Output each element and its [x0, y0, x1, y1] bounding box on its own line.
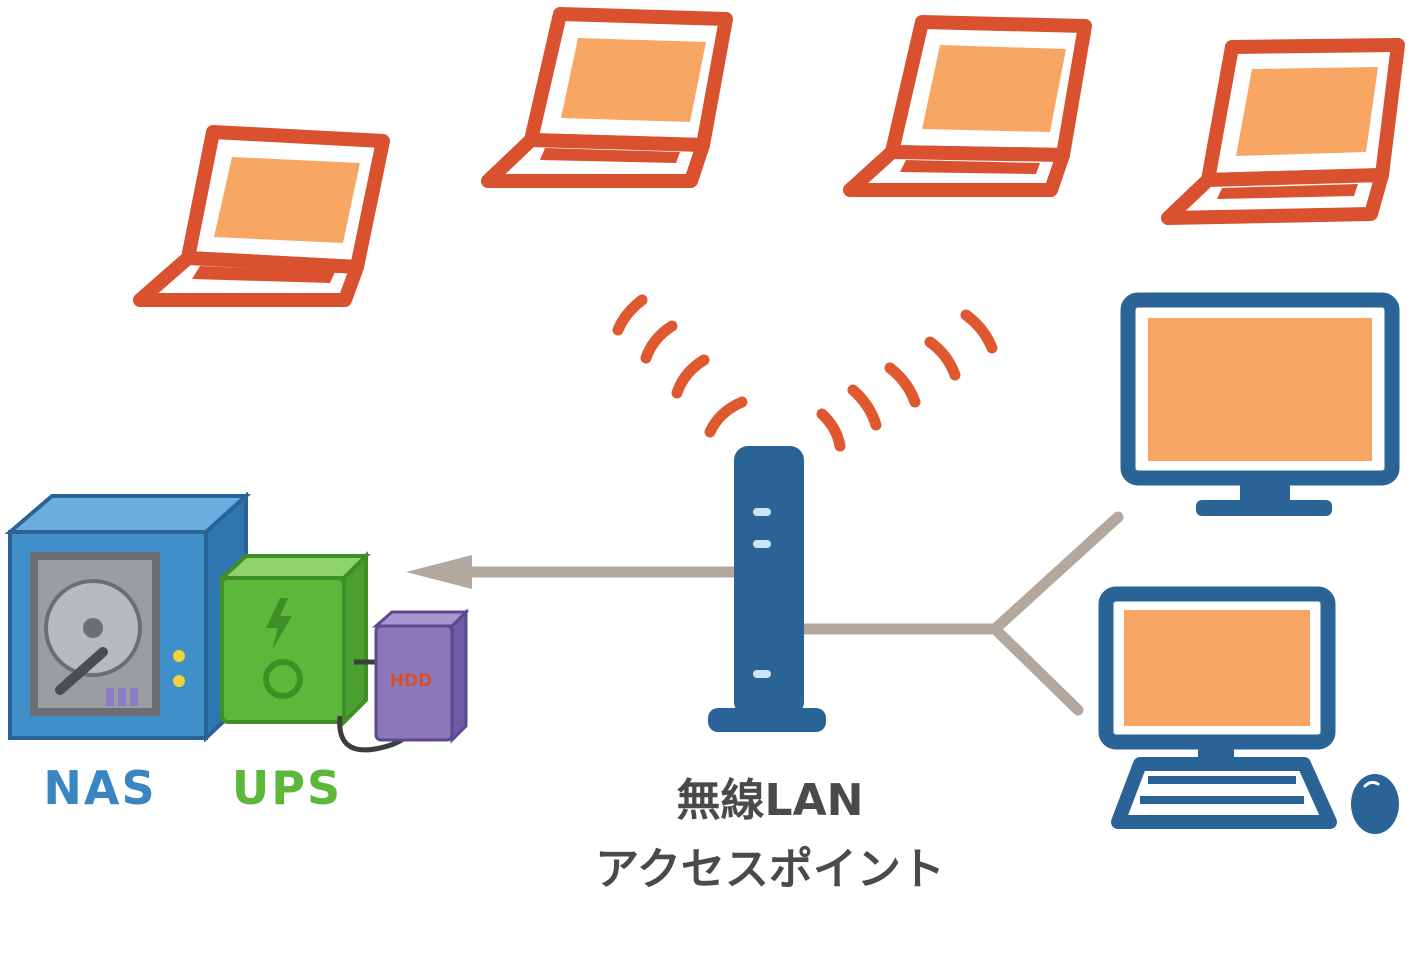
access-point-icon	[708, 446, 826, 732]
laptop-icon	[481, 7, 733, 188]
laptop-icon	[133, 125, 390, 307]
arrow-icon	[406, 555, 472, 589]
hdd-label: HDD	[390, 671, 432, 691]
laptop-icon	[1161, 38, 1405, 225]
access-point-label-line2: アクセスポイント	[595, 844, 945, 895]
network-cable	[464, 511, 1124, 716]
mouse-icon	[1351, 774, 1399, 834]
access-point-label-line1: 無線LAN	[677, 775, 864, 826]
nas-label: NAS	[43, 761, 156, 815]
ups-label: UPS	[232, 761, 342, 815]
nas-icon	[4, 491, 252, 743]
desktop-monitor-icon	[1098, 586, 1337, 829]
laptop-icon	[843, 15, 1092, 197]
desktop-monitor-icon	[1120, 292, 1400, 516]
hdd-icon	[337, 608, 470, 753]
ups-icon	[216, 551, 371, 727]
wifi-signal-icon	[612, 294, 998, 452]
